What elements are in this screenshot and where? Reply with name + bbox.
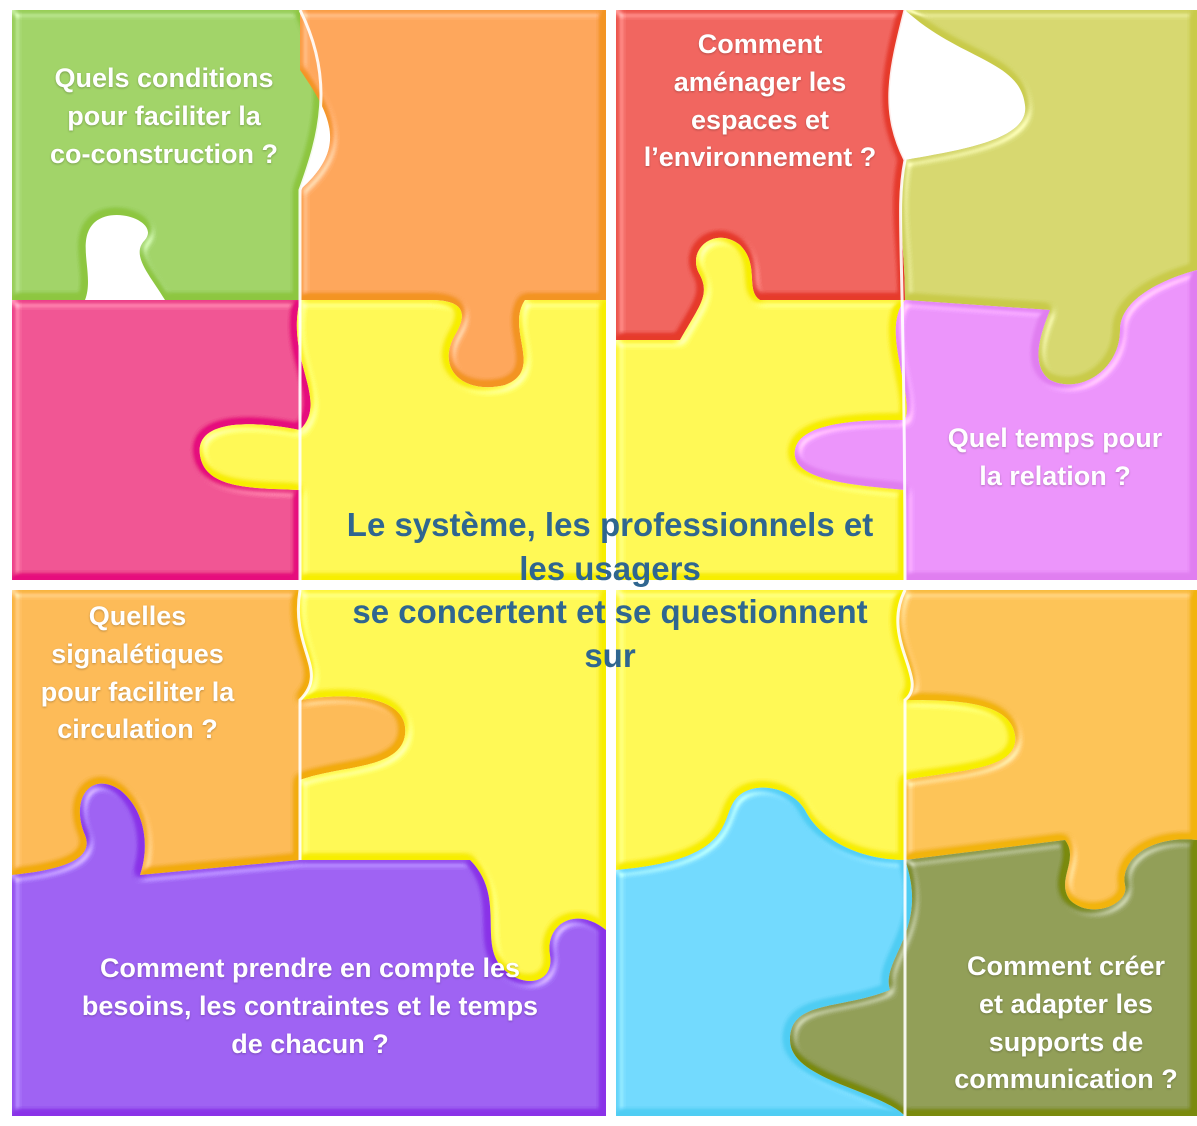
- red-line-1: Comment: [697, 29, 823, 59]
- label-green-piece: Quels conditions pour faciliter la co-co…: [14, 60, 314, 173]
- amber-line-1: Quelles: [88, 601, 187, 631]
- dark-olive-line-1: Comment créer: [966, 951, 1166, 981]
- puzzle-piece-magenta: [12, 300, 311, 580]
- red-line-3: espaces et: [690, 104, 830, 135]
- puzzle-piece-yellow-bottom-right: [616, 590, 1016, 870]
- amber-line-4: circulation ?: [57, 714, 218, 745]
- center-statement: Le système, les professionnels et les us…: [300, 503, 920, 677]
- green-line-1: Quels conditions: [54, 63, 274, 93]
- label-red-piece: Comment aménager les espaces et l’enviro…: [610, 26, 910, 177]
- lilac-line-2: la relation ?: [979, 460, 1131, 491]
- center-line-3: se concertent et se questionnent: [352, 593, 868, 631]
- green-line-2: pour faciliter la: [67, 100, 261, 131]
- purple-line-2: besoins, les contraintes et le temps: [81, 990, 539, 1021]
- puzzle-piece-amber-right: [897, 590, 1197, 910]
- label-amber-piece: Quelles signalétiques pour faciliter la …: [10, 598, 265, 749]
- puzzle-seams: [296, 9, 914, 1116]
- puzzle-piece-green: [12, 10, 321, 300]
- puzzle-piece-yellow-top-right: [616, 237, 907, 580]
- amber-line-2: signalétiques: [51, 638, 224, 669]
- puzzle-piece-yellow-bottom-left: [298, 590, 606, 982]
- amber-line-3: pour faciliter la: [40, 676, 235, 707]
- lilac-line-1: Quel temps pour: [947, 423, 1163, 453]
- red-line-4: l’environnement ?: [643, 142, 877, 173]
- green-line-3: co-construction ?: [50, 138, 278, 169]
- puzzle-piece-red: [616, 10, 905, 340]
- label-dark-olive-piece: Comment créer et adapter les supports de…: [935, 948, 1197, 1099]
- center-line-1: Le système, les professionnels et: [346, 506, 874, 543]
- puzzle-piece-olive: [900, 10, 1197, 385]
- purple-line-3: de chacun ?: [231, 1028, 389, 1059]
- dark-olive-line-3: supports de: [988, 1026, 1144, 1057]
- label-purple-piece: Comment prendre en compte les besoins, l…: [20, 950, 600, 1063]
- puzzle-piece-dark-olive: [790, 839, 1197, 1116]
- purple-line-1: Comment prendre en compte les: [99, 953, 521, 983]
- dark-olive-line-4: communication ?: [954, 1064, 1178, 1095]
- puzzle-piece-lilac: [794, 270, 1197, 580]
- puzzle-piece-amber: [12, 590, 406, 875]
- red-line-2: aménager les: [673, 66, 847, 97]
- puzzle-piece-orange: [300, 10, 606, 388]
- puzzle-piece-cyan: [616, 787, 913, 1116]
- center-line-2: les usagers: [519, 549, 701, 587]
- dark-olive-line-2: et adapter les: [978, 988, 1154, 1019]
- label-lilac-piece: Quel temps pour la relation ?: [915, 420, 1195, 496]
- puzzle-piece-purple: [12, 783, 606, 1116]
- center-line-4: sur: [584, 636, 636, 674]
